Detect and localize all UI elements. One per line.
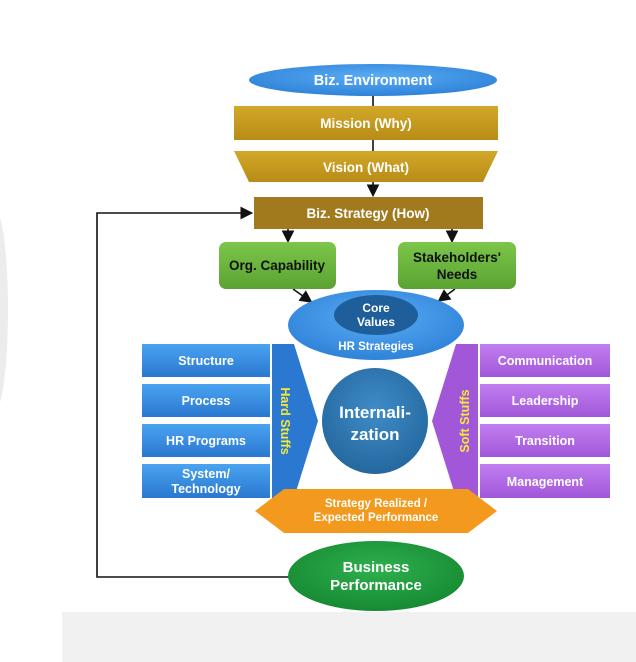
soft-stuffs-label: Soft Stuffs <box>458 389 472 452</box>
strategy-realized-label-line2: Expected Performance <box>314 512 439 524</box>
mission-box <box>234 106 498 140</box>
biz-environment-oval <box>249 64 497 96</box>
system-technology-box <box>142 464 270 498</box>
internalization-circle <box>322 368 428 474</box>
footer-band <box>62 612 636 662</box>
core-values-label-line2: Values <box>357 315 395 329</box>
soft-stuffs-group: Communication Leadership Transition Mana… <box>432 344 610 498</box>
strategy-realized-label-line1: Strategy Realized / <box>325 498 428 510</box>
org-capability-label: Org. Capability <box>229 258 326 273</box>
structure-box <box>142 344 270 377</box>
structure-label: Structure <box>178 354 234 368</box>
mission-label: Mission (Why) <box>320 116 412 131</box>
org-capability-box <box>219 242 336 289</box>
transition-label: Transition <box>515 434 575 448</box>
internalization-label-line1: Internali- <box>339 403 411 422</box>
business-performance-oval <box>288 541 464 611</box>
biz-strategy-box <box>254 197 483 229</box>
stakeholders-box <box>398 242 516 289</box>
stakeholders-label-line2: Needs <box>437 267 478 282</box>
connectors <box>96 95 459 578</box>
hr-programs-label: HR Programs <box>166 434 246 448</box>
hr-programs-box <box>142 424 270 457</box>
core-values-oval <box>334 295 418 335</box>
leadership-box <box>480 384 610 417</box>
feedback-loop-line <box>96 206 290 578</box>
system-technology-label-line2: Technology <box>171 482 240 496</box>
biz-strategy-label: Biz. Strategy (How) <box>306 206 429 221</box>
business-performance-label-line2: Performance <box>330 577 422 594</box>
transition-box <box>480 424 610 457</box>
connector-stakeholders-core <box>437 288 456 302</box>
system-technology-label-line1: System/ <box>182 467 230 481</box>
business-performance-label-line1: Business <box>343 559 410 576</box>
management-label: Management <box>507 475 584 489</box>
communication-box <box>480 344 610 377</box>
process-label: Process <box>182 394 231 408</box>
leadership-label: Leadership <box>512 394 579 408</box>
core-values-label-line1: Core <box>362 301 390 315</box>
biz-environment-label: Biz. Environment <box>314 73 433 89</box>
communication-label: Communication <box>498 354 592 368</box>
connector-capability-core <box>292 288 313 303</box>
soft-stuffs-chevron <box>432 344 478 498</box>
hard-stuffs-chevron <box>272 344 318 498</box>
hard-stuffs-label: Hard Stuffs <box>278 387 292 454</box>
stakeholders-label-line1: Stakeholders' <box>413 250 501 265</box>
internalization-label-line2: zation <box>350 425 399 444</box>
hr-strategies-label: HR Strategies <box>338 341 413 353</box>
vision-label: Vision (What) <box>323 160 409 175</box>
management-box <box>480 464 610 498</box>
left-edge-shadow <box>0 210 8 410</box>
hard-stuffs-group: Structure Process HR Programs System/ Te… <box>142 344 318 498</box>
strategy-realized-hexagon <box>255 489 497 533</box>
process-box <box>142 384 270 417</box>
vision-trapezoid <box>234 151 498 182</box>
